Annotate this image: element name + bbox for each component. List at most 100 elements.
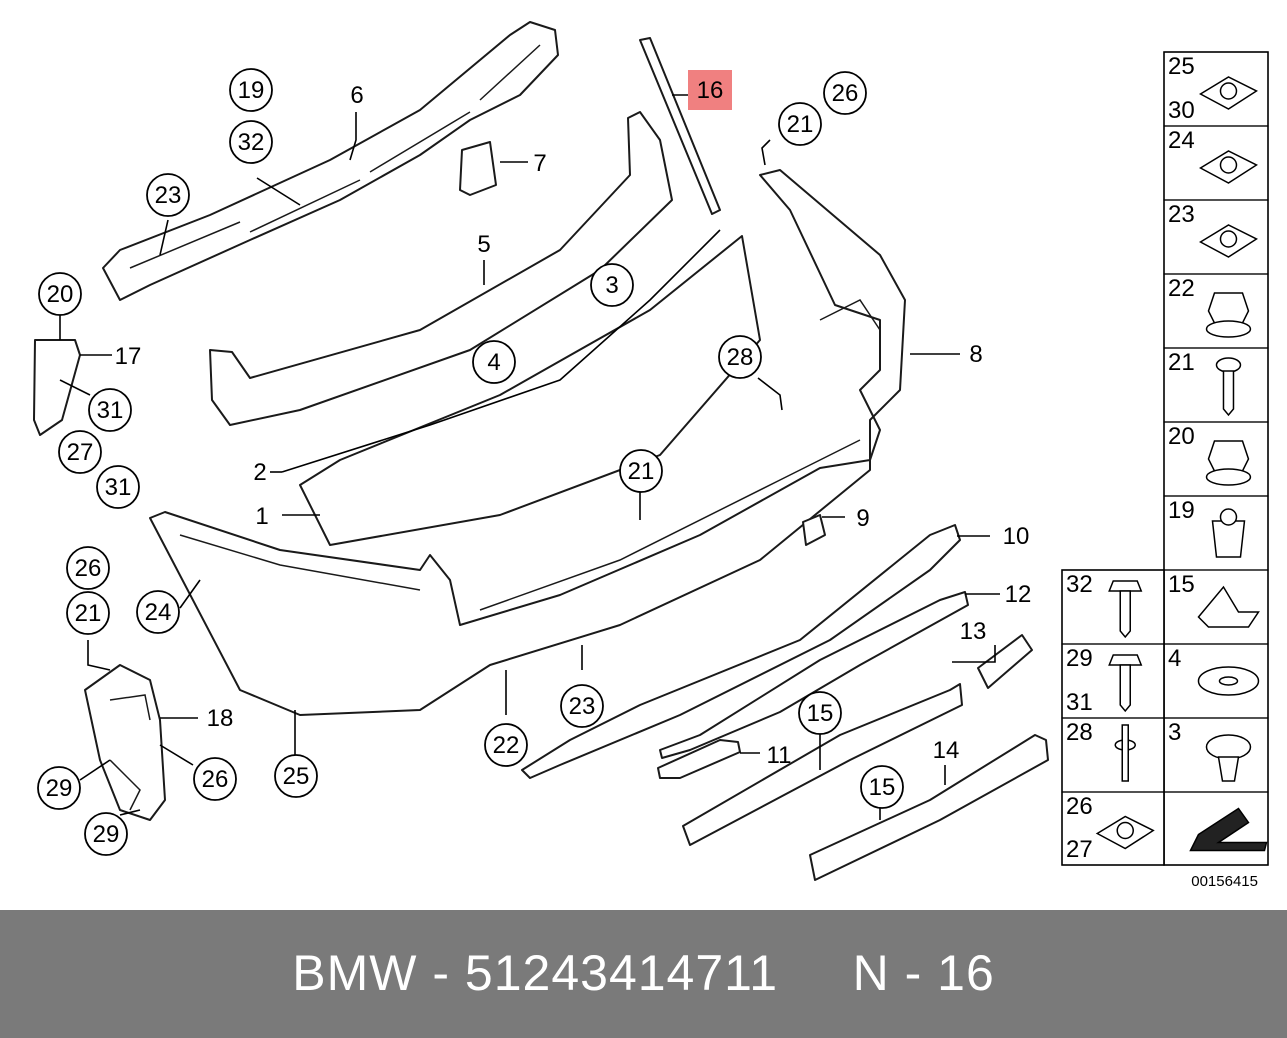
callout-21: 21 [619, 449, 663, 493]
callout-23: 23 [146, 173, 190, 217]
callout-label: 11 [767, 742, 792, 769]
reinforcement-strip-14 [809, 734, 1049, 881]
callout-label: 31 [105, 474, 132, 501]
callout-circle [590, 263, 634, 307]
callout-26: 26 [823, 71, 867, 115]
lower-trim [521, 524, 961, 779]
carrier-bracket [102, 21, 559, 301]
callout-label: 12 [1005, 581, 1032, 608]
callout-label: 6 [350, 82, 363, 109]
legend-cell-21: 21 [1163, 347, 1269, 423]
callout-circle [860, 765, 904, 809]
legend-label: 22 [1168, 275, 1195, 302]
callout-label: 5 [477, 231, 490, 258]
hex-screw-icon [1108, 580, 1143, 639]
callout-31: 31 [88, 388, 132, 432]
callout-label: 21 [628, 458, 655, 485]
callout-circle [38, 272, 82, 316]
legend-label: 3 [1168, 719, 1181, 746]
callout-circle [193, 757, 237, 801]
reinforcement-strip [682, 683, 963, 846]
callout-label: 10 [1003, 523, 1030, 550]
legend-cell-22: 22 [1163, 273, 1269, 349]
callout-circle [560, 684, 604, 728]
legend-label: 31 [1066, 689, 1093, 716]
callout-circle [718, 335, 762, 379]
legend-cell-19: 19 [1163, 495, 1269, 571]
callout-label: 7 [533, 150, 546, 177]
legend-label: 25 [1168, 53, 1195, 80]
screw-icon [1215, 357, 1242, 417]
callout-label: 26 [75, 555, 102, 582]
legend-label: 32 [1066, 571, 1093, 598]
stud-icon [1114, 724, 1136, 782]
clip-nut-icon [1198, 224, 1258, 258]
callout-13: 13 [960, 618, 987, 645]
callout-label: 8 [969, 341, 982, 368]
callout-circle [66, 591, 110, 635]
side-bracket-lower-detail [109, 694, 151, 811]
callout-circle [229, 68, 273, 112]
trim-strip-12 [659, 591, 969, 759]
callout-label: 29 [46, 775, 73, 802]
legend-label: 26 [1066, 793, 1093, 820]
legend-label: 19 [1168, 497, 1195, 524]
callout-circle [484, 723, 528, 767]
callout-circle [84, 812, 128, 856]
callout-label: 21 [787, 111, 814, 138]
hex-collar-nut-icon [1205, 292, 1252, 338]
callout-26: 26 [193, 757, 237, 801]
callout-19: 19 [229, 68, 273, 112]
bumper-drawing [33, 21, 1049, 881]
footer-separator: - [432, 945, 450, 1001]
legend-label: 27 [1066, 836, 1093, 863]
callout-1: 1 [255, 503, 268, 530]
footer-caption: BMW - 51243414711 N - 16 [0, 944, 1287, 1002]
callout-2: 2 [253, 459, 266, 486]
footer-ref-separator: - [904, 945, 923, 1001]
callout-4: 4 [472, 340, 516, 384]
callout-23: 23 [560, 684, 604, 728]
callout-label: 9 [856, 505, 869, 532]
callout-circle [472, 340, 516, 384]
callout-label: 16 [697, 77, 724, 104]
callout-label: 3 [605, 272, 618, 299]
callout-10: 10 [1003, 523, 1030, 550]
callout-label: 14 [933, 737, 960, 764]
callout-18: 18 [207, 705, 234, 732]
callout-14: 14 [933, 737, 960, 764]
legend-cell-arrow [1163, 791, 1269, 866]
callout-17: 17 [115, 343, 142, 370]
direction-arrow-icon [1189, 807, 1268, 852]
callout-label: 25 [283, 763, 310, 790]
clip-nut-icon [1198, 150, 1258, 184]
tow-cover [977, 634, 1033, 689]
callout-21: 21 [778, 102, 822, 146]
footer-brand: BMW [292, 945, 418, 1001]
seal-line [281, 229, 721, 473]
footer-ref-label: N [852, 945, 890, 1001]
callout-24: 24 [136, 590, 180, 634]
callout-27: 27 [58, 430, 102, 474]
callout-circle [823, 71, 867, 115]
callout-label: 15 [869, 774, 896, 801]
callout-circle [66, 546, 110, 590]
callout-label: 4 [487, 349, 500, 376]
clip-icon [1197, 585, 1260, 628]
callout-circle [136, 590, 180, 634]
legend-label: 24 [1168, 127, 1195, 154]
callout-circle [619, 449, 663, 493]
callout-15: 15 [798, 691, 842, 735]
callout-label: 26 [202, 766, 229, 793]
callout-8: 8 [969, 341, 982, 368]
rod [639, 37, 721, 215]
side-bracket-left [33, 339, 81, 436]
callout-12: 12 [1005, 581, 1032, 608]
callout-label: 18 [207, 705, 234, 732]
legend-cell-3: 3 [1163, 717, 1269, 793]
callout-label: 22 [493, 732, 520, 759]
callout-7: 7 [533, 150, 546, 177]
drawing-number: 00156415 [1191, 873, 1258, 890]
legend-label: 23 [1168, 201, 1195, 228]
callout-circle [798, 691, 842, 735]
